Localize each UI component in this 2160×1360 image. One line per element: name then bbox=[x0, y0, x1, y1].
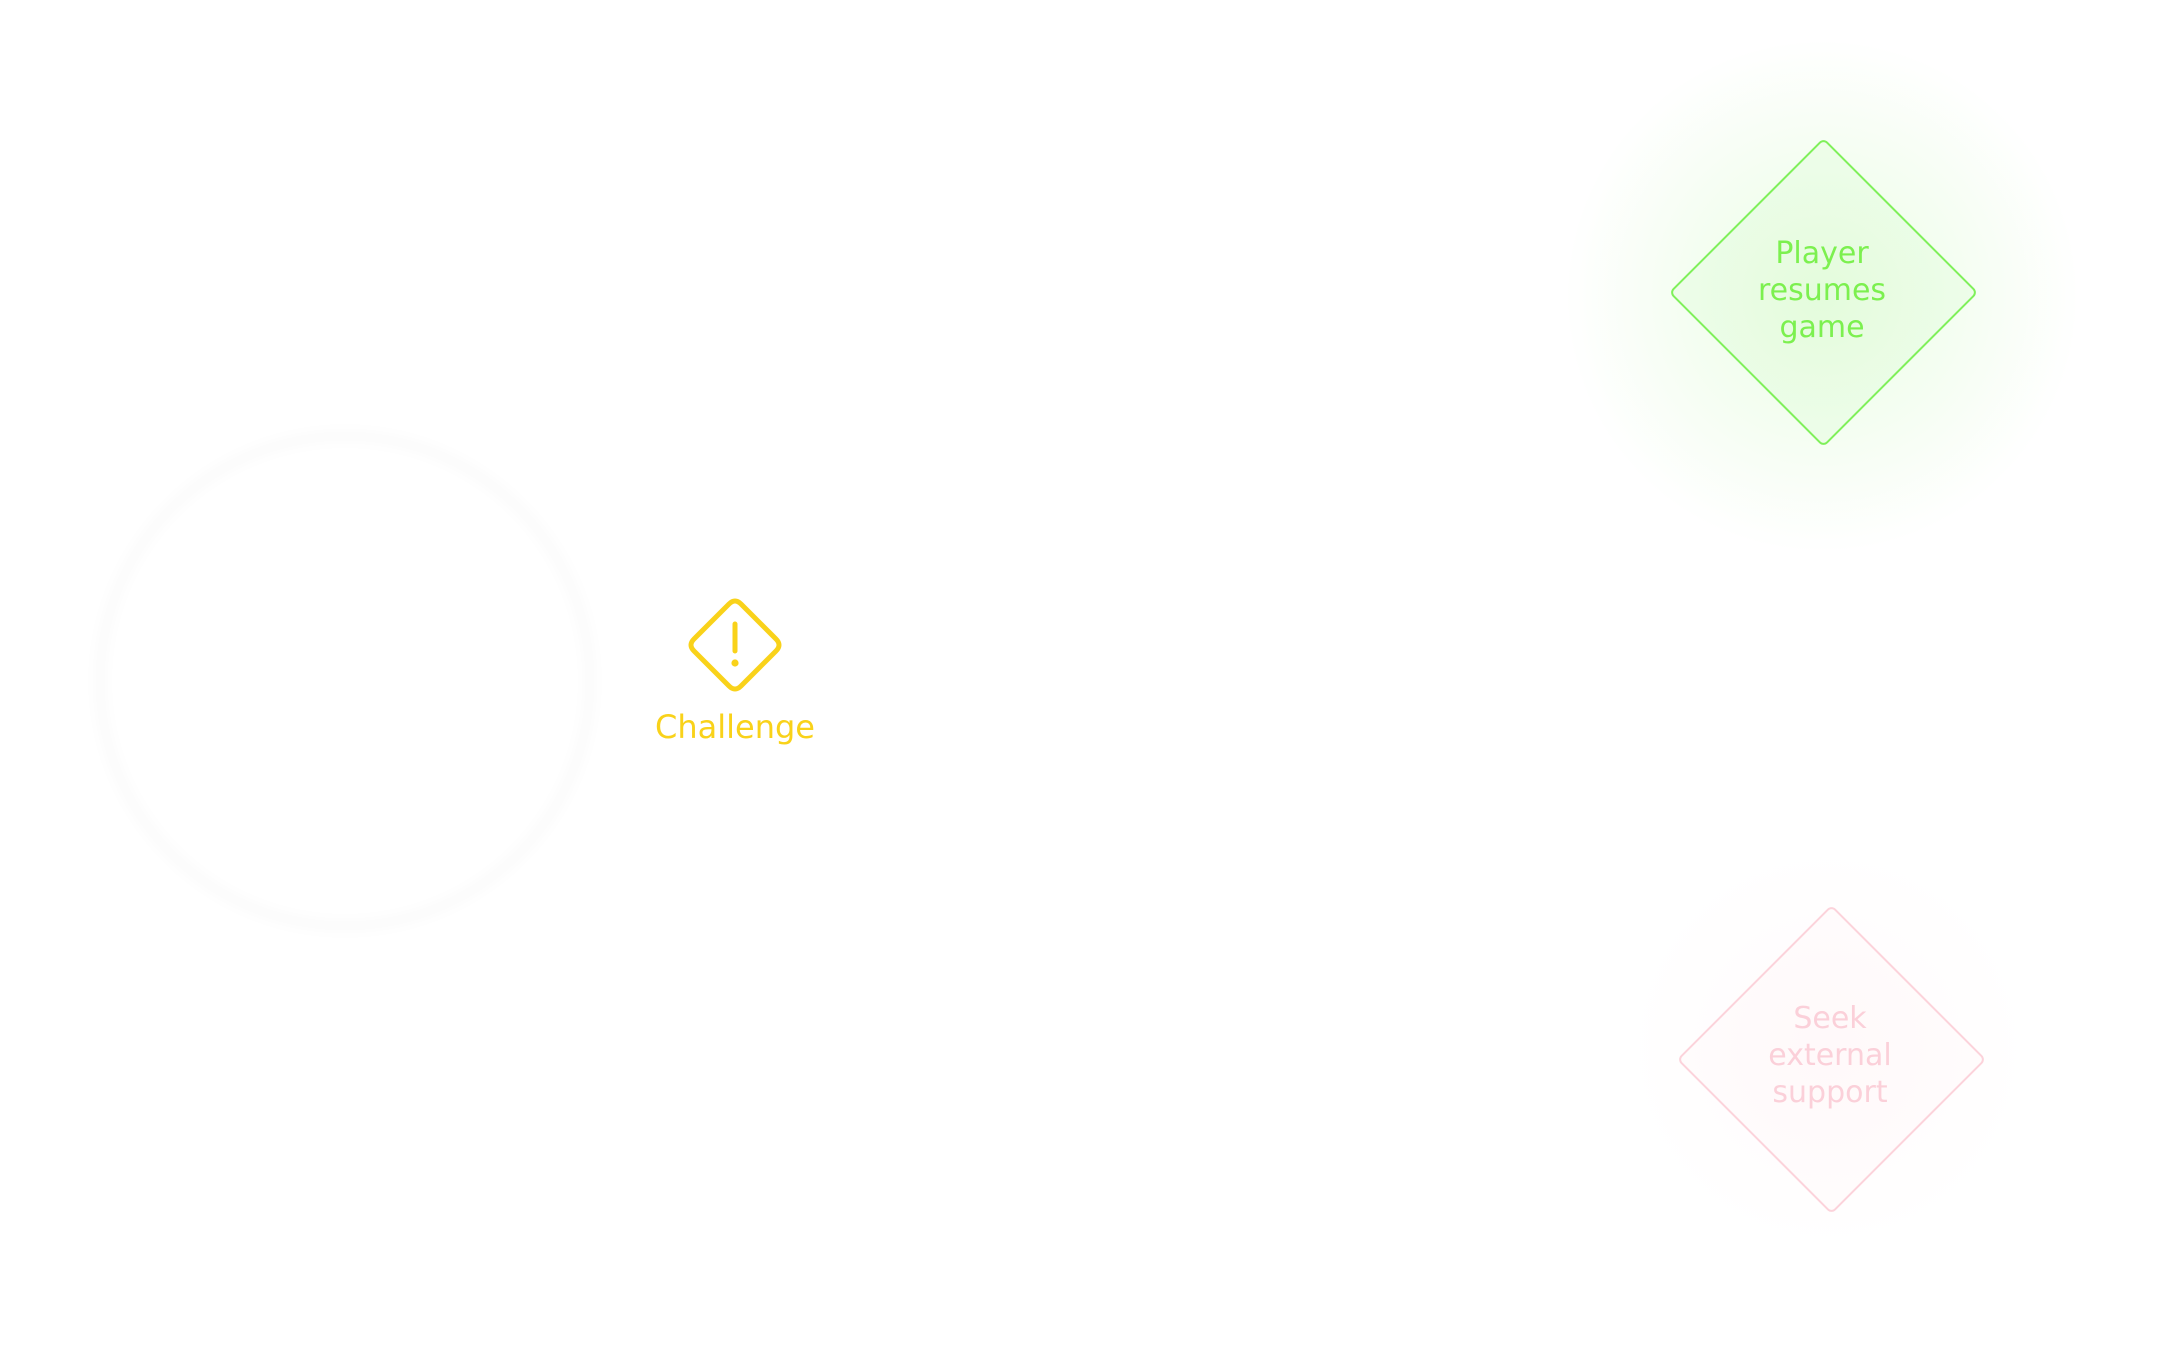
support-label-line: external bbox=[1768, 1038, 1892, 1073]
support-label-line: Seek bbox=[1793, 1001, 1867, 1036]
resume-label-line: resumes bbox=[1757, 273, 1887, 308]
support-label-line: support bbox=[1772, 1075, 1888, 1110]
resume-label-line: game bbox=[1779, 310, 1865, 345]
challenge-label: Challenge bbox=[655, 708, 815, 746]
resume-node-label: Player resumes game bbox=[1712, 235, 1932, 346]
faint-circle-outline bbox=[100, 436, 590, 926]
support-node-label: Seek external support bbox=[1720, 1000, 1940, 1111]
resume-label-line: Player bbox=[1775, 236, 1869, 271]
warning-diamond-icon bbox=[688, 598, 782, 692]
